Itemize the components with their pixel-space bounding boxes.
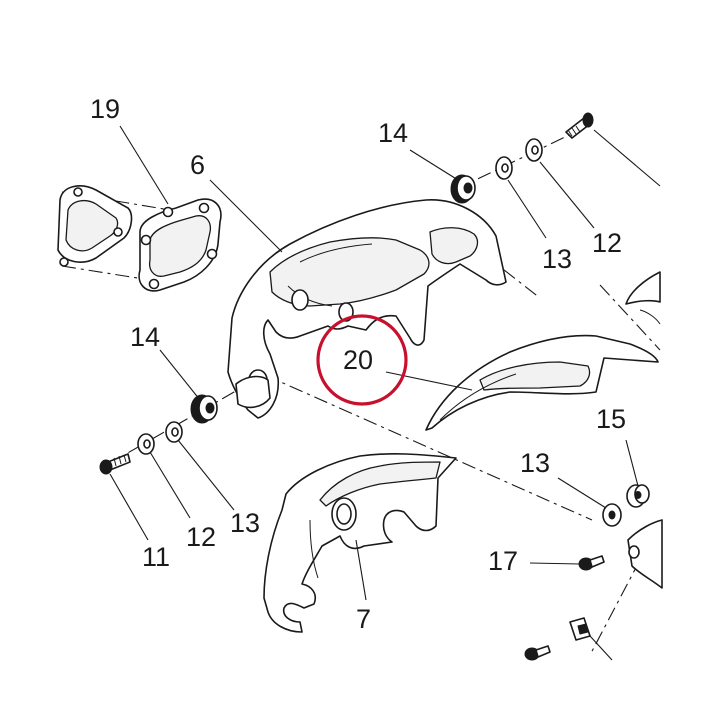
- callout-12-top: 12: [592, 228, 622, 258]
- callout-6: 6: [190, 150, 205, 180]
- bracket-lower-right: [627, 519, 663, 589]
- gasket-19: [138, 198, 222, 292]
- callout-13-left: 13: [230, 508, 260, 538]
- callout-15: 15: [596, 404, 626, 434]
- callout-labels: 19 6 14 13 12 14 11 12 13 13 15 17 7: [90, 94, 626, 634]
- heat-guard-6: [227, 199, 507, 419]
- callout-13-top: 13: [542, 244, 572, 274]
- washer-13-top: [495, 156, 513, 180]
- callout-17: 17: [488, 546, 518, 576]
- washer-12-top: [525, 138, 543, 162]
- callout-13-right: 13: [520, 448, 550, 478]
- bolt-top: [565, 112, 594, 139]
- highlight-callout-20: 20: [316, 314, 408, 406]
- washer-12-left: [137, 433, 155, 455]
- callout-12-left: 12: [186, 522, 216, 552]
- callout-14-left: 14: [130, 322, 160, 352]
- grommet-14-left: [190, 394, 218, 424]
- bolt-17: [578, 555, 605, 571]
- callout-11: 11: [142, 542, 170, 572]
- leader-lines: [109, 125, 661, 661]
- cover-20: [425, 334, 659, 431]
- callout-14-top: 14: [378, 118, 408, 148]
- spacer-15: [626, 484, 650, 508]
- clip-nut: [569, 617, 591, 641]
- callout-19: 19: [90, 94, 120, 124]
- washer-13-left: [165, 421, 183, 443]
- highlight-ring: [316, 314, 408, 406]
- bolt-11: [99, 453, 131, 475]
- callout-7: 7: [356, 604, 371, 634]
- callout-20: 20: [343, 345, 373, 375]
- shield-partial-top-right: [625, 271, 661, 325]
- lower-shield-7: [263, 453, 457, 633]
- washer-13-right: [602, 503, 622, 527]
- screw-bottom: [524, 645, 551, 661]
- exhaust-flange: [57, 185, 133, 267]
- grommet-14-top: [450, 174, 476, 204]
